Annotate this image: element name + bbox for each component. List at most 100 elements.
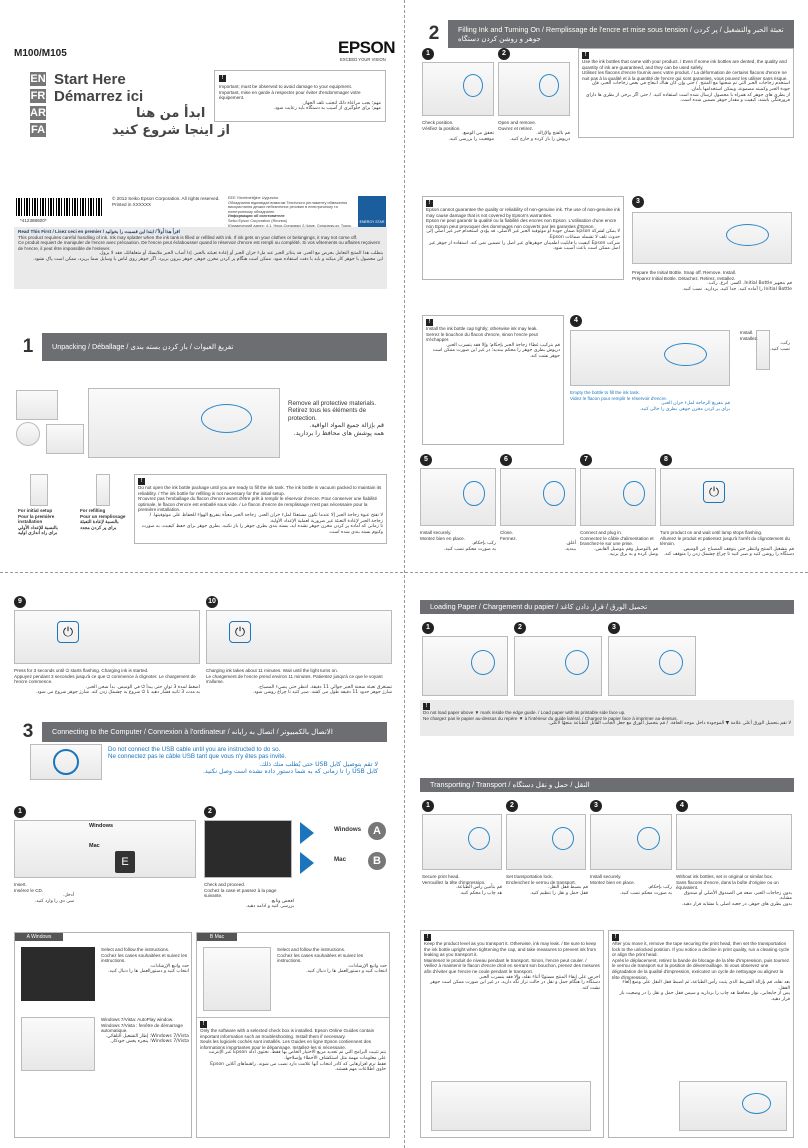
tight-en: Install the ink bottle cap tightly; othe… xyxy=(426,326,538,331)
check-fr: Vérifiez la position. xyxy=(422,125,461,131)
step-badge-8: 8 xyxy=(660,454,672,466)
section-title: Connecting to the Computer / Connexion à… xyxy=(52,727,333,736)
step-badge-2: 2 xyxy=(506,800,518,812)
remove-materials: Remove all protective materials. Retirez… xyxy=(288,400,384,437)
keep-fa: دستگاه را هنگام حمل و نقل در حالت تراز ن… xyxy=(430,980,600,991)
importer-line: використання деяких небезпечних речовин … xyxy=(228,205,338,210)
tight-fa: درپوش بطری جوهر را محکم ببندید؛ در غیر ا… xyxy=(432,348,560,359)
s10-en: Charging ink takes about 11 minutes. Wai… xyxy=(206,668,339,673)
s9-fr: Appuyez pendant 3 secondes jusqu'à ce qu… xyxy=(14,673,196,685)
keep-en: Keep the product level as you transport … xyxy=(424,941,597,958)
install-en: Install. xyxy=(740,330,754,335)
manual-illustration xyxy=(16,390,58,420)
title-fr: Démarrez ici xyxy=(54,88,144,105)
initial-setup-label: For initial setup Pour la première insta… xyxy=(18,508,72,536)
after-moving-note: ! After you move it, remove the tape sec… xyxy=(608,930,794,1138)
lang-ar: AR xyxy=(30,106,46,120)
windows-select: Select and follow the instructions. Coch… xyxy=(101,947,189,975)
title-en: Start Here xyxy=(54,71,126,88)
online-fa: فقط نرم افزارهایی که کادر انتخاب آنها عل… xyxy=(210,1061,386,1073)
t2-fr: Enclenchez le verrou de transport. xyxy=(506,879,576,885)
t1-ar: قم بتأمين رأس الطباعة. xyxy=(455,885,502,891)
read-first-box: Read This First / Lisez ceci en premier … xyxy=(14,227,387,289)
warning-icon: ! xyxy=(219,75,226,82)
step-badge-5: 5 xyxy=(420,454,432,466)
step5-en: Install securely. xyxy=(420,530,452,535)
refill-label: For refilling Pour un remplissage بالنسب… xyxy=(80,508,130,530)
step-badge-9: 9 xyxy=(14,596,26,608)
press-button-illustration: ⏻ xyxy=(14,610,200,664)
select-ar: حدد واتبع الإرشادات. xyxy=(149,963,189,969)
charging-light-illustration: ⏻ xyxy=(206,610,392,664)
read-first-heading: Read This First / Lisez ceci en premier … xyxy=(18,229,180,234)
tag-label: Mac xyxy=(214,934,225,940)
s10-fa: شارژ جوهر حدود 11 دقیقه طول می کشد. صبر … xyxy=(252,690,392,696)
t4-en: Without ink bottles, set in original or … xyxy=(676,874,774,879)
power-button-illustration: ⏻ xyxy=(660,468,794,526)
section-number: 1 xyxy=(14,333,42,361)
autoplay-ar: Windows 7/Vista: إطار التشغيل التلقائي. xyxy=(105,1033,189,1039)
title-ar: ابدأ من هنا xyxy=(136,106,206,121)
select-fa: انتخاب کنید و دستورالعمل ها را دنبال کنی… xyxy=(108,969,189,975)
fill-tank-illustration xyxy=(570,330,730,386)
step-6: Close. Fermez. أغلق. ببندید. xyxy=(500,530,576,552)
section-number: 3 xyxy=(14,722,42,742)
close-cover-illustration xyxy=(500,468,576,526)
importer-line: Обладнання відповідає вимогам Технічного… xyxy=(228,200,348,205)
lang-fa: FA xyxy=(30,123,46,137)
after-fa: پس از جابجایی، نوار محافظ هد چاپ را بردا… xyxy=(619,991,790,1002)
plug-in-illustration xyxy=(580,468,656,526)
check-ar: تحقق من الوضع. xyxy=(461,131,494,137)
power-cable-illustration xyxy=(46,424,84,454)
usb-en: Do not connect the USB cable until you a… xyxy=(108,746,281,753)
t4-fr: Sans flacons d'encre, dans la boîte d'or… xyxy=(676,879,779,891)
printer-unpacking-illustration xyxy=(88,388,280,458)
ink-package-note: ! Do not open the ink bottle package unt… xyxy=(134,474,387,544)
step6-fr: Fermez. xyxy=(500,535,517,541)
copyright-line-1: © 2012 Seiko Epson Corporation. All righ… xyxy=(112,196,220,201)
select-fa: انتخاب کنید و دستورالعمل ها را دنبال کنی… xyxy=(306,969,387,975)
prepare-fr: Préparez Initial Bottle. Détachez. Retir… xyxy=(632,275,736,281)
box-illustration xyxy=(676,814,792,870)
usb-fr: Ne connectez pas le câble USB tant que v… xyxy=(108,753,287,761)
after-en: After you move it, remove the tape secur… xyxy=(612,941,790,958)
lang-en: EN xyxy=(30,72,46,86)
read-first-ar: يتطلب هذا المنتج التعامل بحرص مع الحبر. … xyxy=(98,251,383,257)
mac-select: Select and follow the instructions. Coch… xyxy=(277,947,387,975)
energy-star-label: ENERGY STAR xyxy=(359,220,385,224)
select-en: Select and follow the instructions. xyxy=(277,947,346,952)
t2-ar: قم بضبط قفل النقل. xyxy=(548,885,588,891)
autoplay-fr: Windows 7/Vista : fenêtre de démarrage a… xyxy=(101,1022,183,1034)
step-install: Install. Installez. ركب. نصب کنید. xyxy=(740,330,790,352)
intro-note-en: Important; must be observed to avoid dam… xyxy=(219,84,353,89)
step6-ar: أغلق. xyxy=(565,541,577,547)
step7-fa: وصل کرده و به برق بزنید. xyxy=(608,552,658,558)
no-usb-illustration xyxy=(30,744,102,780)
intro-note-fa: مهم؛ برای جلوگیری از آسیب به دستگاه باید… xyxy=(273,106,382,112)
warning-icon: ! xyxy=(138,478,145,485)
quality-en: Epson cannot guarantee the quality or re… xyxy=(426,207,621,218)
transport-step-2: Set transportation lock. Enclenchez le v… xyxy=(506,874,588,896)
option-b-badge: B xyxy=(368,852,386,870)
t3-fr: Montez bien en place. xyxy=(590,879,635,885)
insert-fa: سی دی را وارد کنید. xyxy=(34,898,74,904)
arrow-mac-icon xyxy=(300,852,314,874)
cap-tight-note: ! Install the ink bottle cap tightly; ot… xyxy=(422,315,564,445)
ink-bottle-illustration xyxy=(756,330,770,370)
remove-tape-illustration xyxy=(679,1081,787,1131)
prohibited-icon xyxy=(53,749,79,775)
step8-en: Turn product on and wait until lamp stop… xyxy=(660,530,763,535)
t4-ar: بدون زجاجات الحبر، ضعه في الصندوق الأصلي… xyxy=(684,890,792,902)
note-fr: N'ouvrez pas l'emballage du flacon d'enc… xyxy=(138,496,378,513)
tag-letter: A xyxy=(26,934,30,940)
t3-fa: به صورت محکم نصب کنید. xyxy=(619,890,672,896)
genuine-bottle-note: ! Use the ink bottles that came with you… xyxy=(578,48,794,138)
open-ar: قم بالفتح والإزالة. xyxy=(536,131,570,137)
prepare-en: Prepare the Initial Bottle. Snap off. Re… xyxy=(632,270,737,275)
open-fa: درپوش را باز کرده و خارج کنید. xyxy=(509,136,570,142)
windows-box: A Windows Select and follow the instruct… xyxy=(14,932,192,1138)
install-fa: نصب کنید. xyxy=(769,346,790,352)
note-fa: تا زمانی که آماده پر کردن مخزن جوهر نشده… xyxy=(141,524,383,535)
step8-fr: Allumez le produit et patientez jusqu'à … xyxy=(660,535,790,547)
